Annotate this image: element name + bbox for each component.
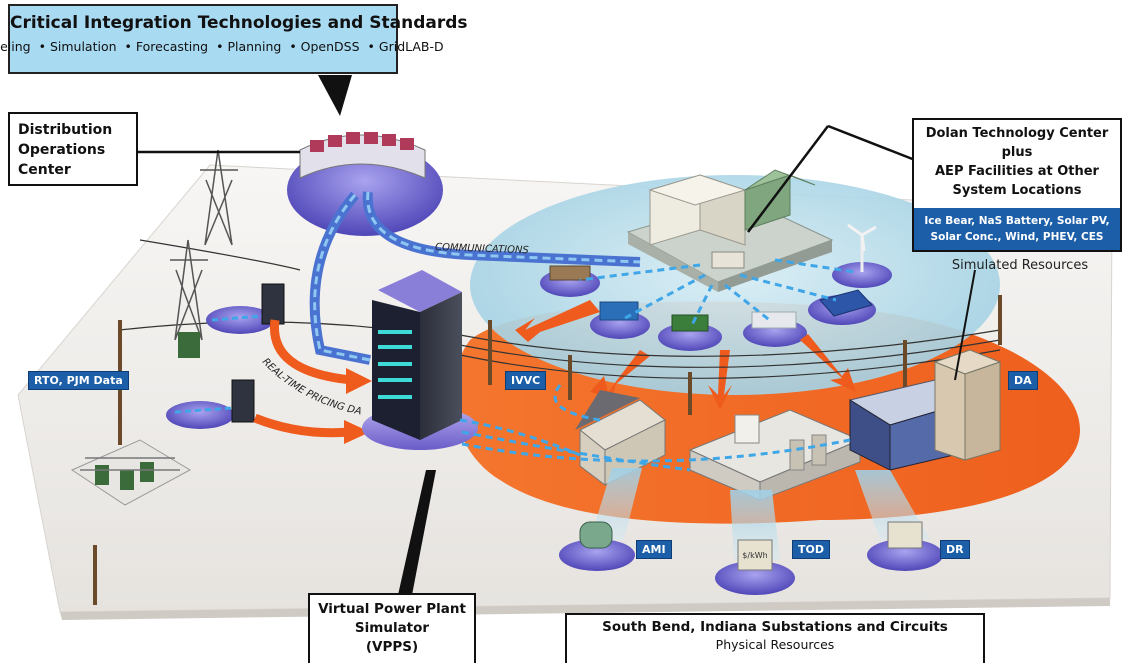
- vpps-title-2: Simulator: [354, 620, 430, 636]
- pricing-arrowhead-2: [344, 420, 370, 444]
- dolan-title-1: Dolan Technology Center: [925, 126, 1109, 141]
- dolan-resource-leader: [954, 269, 976, 381]
- header-banner: Critical Integration Technologies and St…: [0, 4, 468, 74]
- physical-buildings: [575, 349, 1002, 501]
- vpps-pointer: [398, 470, 436, 595]
- substation: [70, 439, 192, 506]
- physical-dashed-links: [459, 384, 851, 472]
- header-items: • Modeling • Simulation • Forecasting • Pla…: [0, 39, 444, 54]
- header-item: • Planning: [216, 39, 282, 54]
- tod-tag: TOD: [792, 540, 830, 559]
- dolan-building: [626, 169, 834, 292]
- meter-discs: $/kWh: [559, 521, 943, 595]
- south-bend-title: South Bend, Indiana Substations and Circ…: [602, 619, 948, 635]
- doc-label: Distribution Operations Center: [18, 122, 113, 178]
- header-item: • Modeling: [0, 39, 31, 54]
- south-bend-subtitle: Physical Resources: [715, 637, 835, 652]
- ami-tag: AMI: [636, 540, 672, 559]
- vpps-server: [362, 270, 478, 450]
- transmission-towers: [170, 149, 238, 341]
- tod-meter-display: $/kWh: [742, 551, 767, 560]
- vpps-title-1: Virtual Power Plant: [318, 601, 466, 617]
- dolan-title-4: System Locations: [952, 183, 1082, 198]
- pole-transformer: [178, 332, 200, 358]
- communications-label: COMMUNICATIONS: [435, 242, 530, 256]
- dolan-title-2: plus: [1001, 145, 1033, 160]
- rto-pjm-tag: RTO, PJM Data: [28, 371, 129, 390]
- dolan-resource-list: Ice Bear, NaS Battery, Solar PV, Solar C…: [912, 208, 1122, 252]
- pricing-arrowhead-1: [346, 368, 372, 394]
- header-item: • OpenDSS: [289, 39, 360, 54]
- rto-servers: [166, 283, 285, 429]
- distribution-operations-center-callout: Distribution Operations Center: [8, 112, 138, 186]
- dr-tag: DR: [940, 540, 970, 559]
- dolan-subtitle: Simulated Resources: [951, 258, 1089, 273]
- dolan-title-3: AEP Facilities at Other: [935, 164, 1099, 179]
- operations-center: [287, 132, 443, 236]
- simulated-resource-discs: [540, 223, 892, 351]
- header-pointer: [318, 75, 352, 116]
- dolan-callout: Dolan Technology Center plus AEP Facilit…: [912, 118, 1122, 208]
- header-item: • GridLAB-D: [367, 39, 444, 54]
- orange-arrows: [515, 300, 856, 410]
- da-tag: DA: [1008, 371, 1038, 390]
- communications-conduit: [309, 191, 641, 365]
- header-item: • Forecasting: [124, 39, 209, 54]
- header-item: • Simulation: [38, 39, 117, 54]
- ivvc-tag: IVVC: [505, 371, 547, 390]
- header-title: Critical Integration Technologies and St…: [10, 13, 468, 33]
- simulated-dashed-links: [579, 258, 856, 326]
- south-bend-callout: South Bend, Indiana Substations and Circ…: [565, 613, 985, 663]
- pricing-arrows: [253, 319, 353, 438]
- vpps-title-3: (VPPS): [365, 639, 419, 655]
- callout-pointers: [137, 124, 916, 233]
- vpps-callout: Virtual Power Plant Simulator (VPPS): [308, 593, 476, 663]
